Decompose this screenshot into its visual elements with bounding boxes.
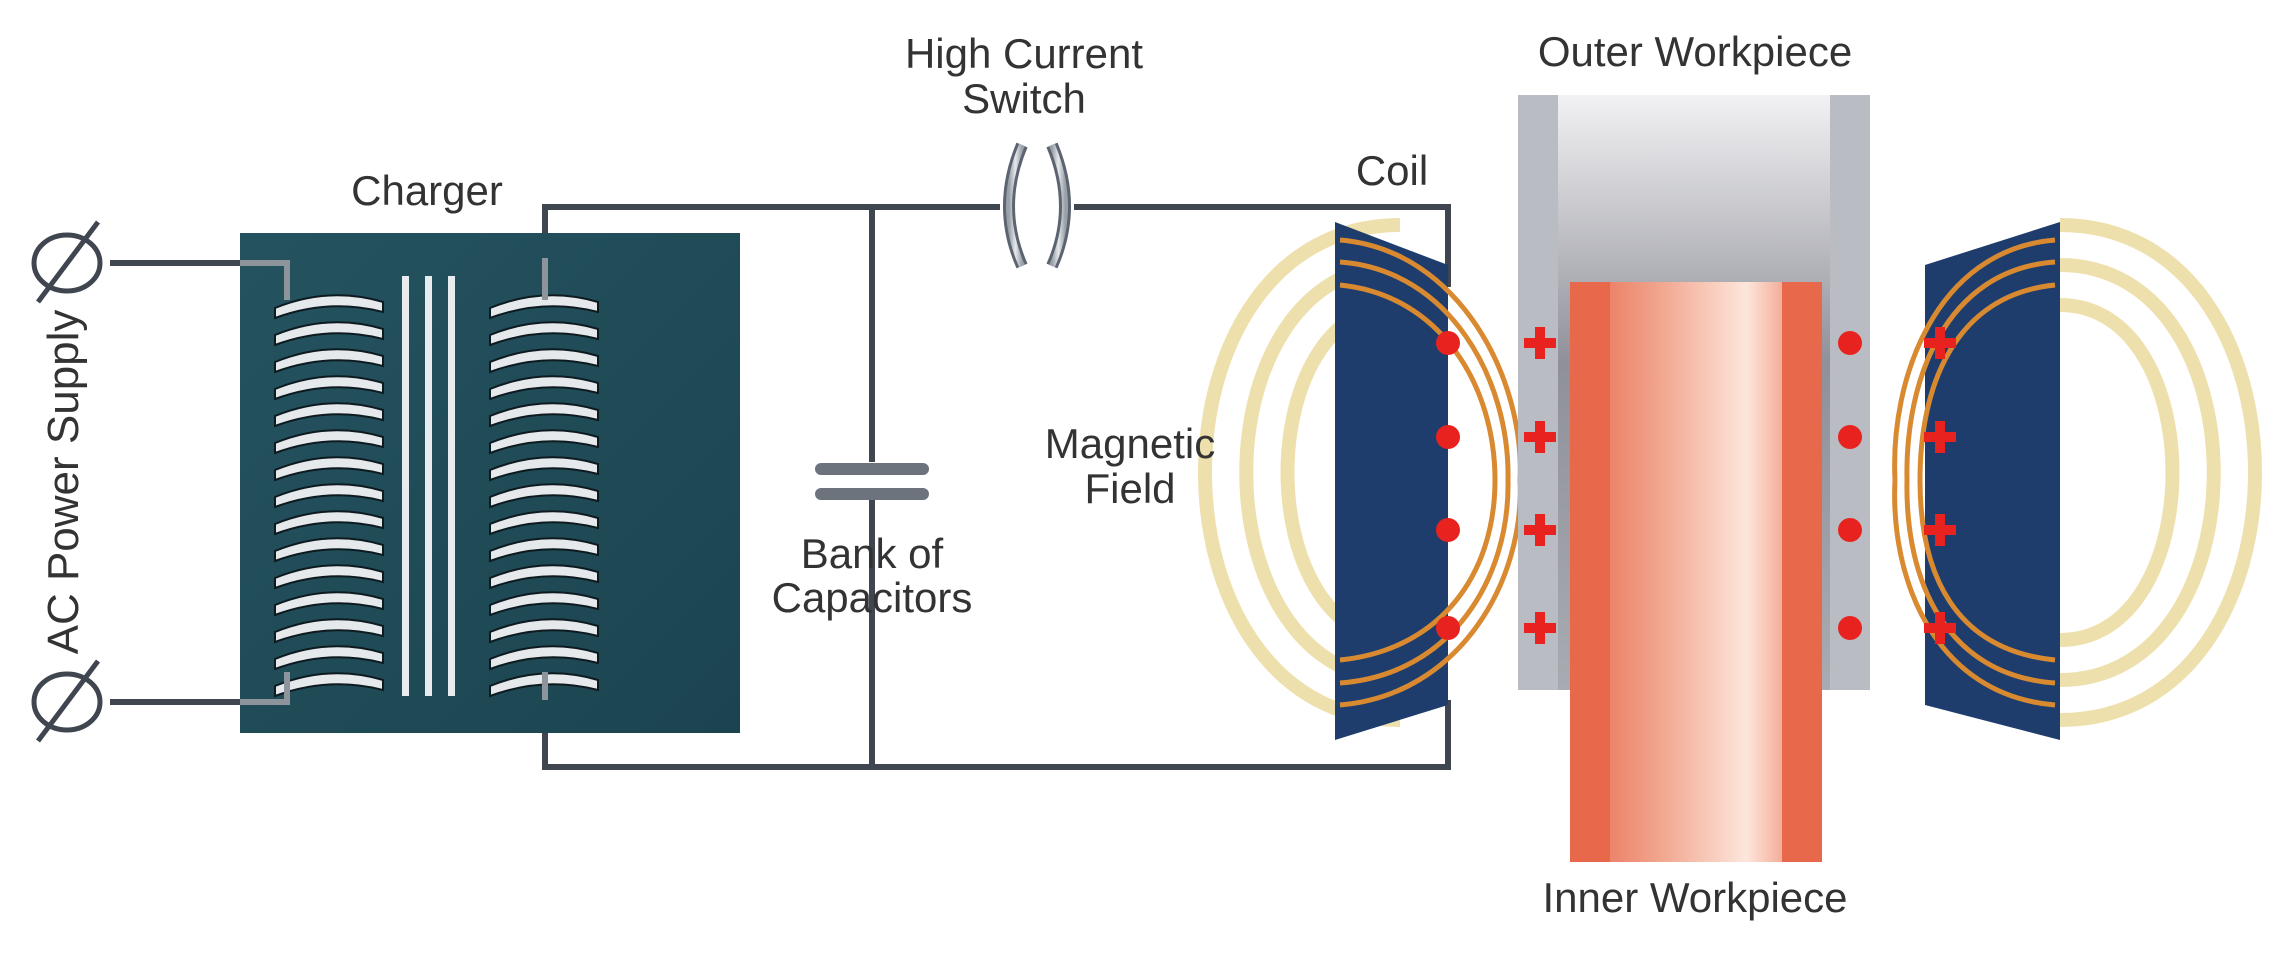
- dot-icon: [1838, 425, 1862, 449]
- winding-turn: [274, 591, 384, 617]
- winding-turn: [274, 456, 384, 482]
- winding-turn: [489, 645, 599, 671]
- winding-turn: [489, 483, 599, 509]
- winding-turn: [489, 672, 599, 698]
- charger-secondary-coil: [489, 258, 599, 700]
- winding-turn: [274, 294, 384, 320]
- terminal-bottom-icon: [31, 659, 103, 743]
- winding-turn: [274, 321, 384, 347]
- outer-workpiece-label: Outer Workpiece: [1538, 28, 1852, 75]
- dot-icon: [1436, 425, 1460, 449]
- winding-turn: [489, 564, 599, 590]
- dot-icon: [1838, 616, 1862, 640]
- capacitors-label-line2: Capacitors: [772, 574, 973, 621]
- charger-label: Charger: [351, 167, 503, 214]
- plus-icon: [1924, 514, 1956, 546]
- high-current-switch: [1000, 142, 1074, 269]
- terminal-top-icon: [31, 220, 103, 304]
- winding-turn: [489, 429, 599, 455]
- plus-icon: [1524, 421, 1556, 453]
- dot-icon: [1436, 518, 1460, 542]
- winding-turn: [489, 375, 599, 401]
- plus-icon: [1924, 612, 1956, 644]
- winding-turn: [489, 348, 599, 374]
- dot-icon: [1838, 518, 1862, 542]
- winding-turn: [489, 402, 599, 428]
- plus-icon: [1524, 327, 1556, 359]
- magnetic-field-label-line2: Field: [1084, 465, 1175, 512]
- coil-label: Coil: [1356, 147, 1428, 194]
- plus-icon: [1524, 612, 1556, 644]
- winding-turn: [274, 645, 384, 671]
- top-wire: [542, 204, 1451, 287]
- plus-icon: [1524, 514, 1556, 546]
- winding-turn: [489, 591, 599, 617]
- switch-label-line1: High Current: [905, 30, 1143, 77]
- winding-turn: [274, 429, 384, 455]
- winding-turn: [274, 618, 384, 644]
- inner-workpiece-label: Inner Workpiece: [1542, 874, 1847, 921]
- magnetic-field-label-line1: Magnetic: [1045, 420, 1215, 467]
- charger-primary-coil: [240, 260, 384, 705]
- winding-turn: [274, 402, 384, 428]
- winding-turn: [489, 294, 599, 320]
- coil-right: [1892, 222, 2060, 740]
- plus-icon: [1924, 421, 1956, 453]
- dot-icon: [1436, 616, 1460, 640]
- winding-turn: [274, 537, 384, 563]
- winding-turn: [489, 510, 599, 536]
- winding-turn: [274, 483, 384, 509]
- transformer-core: [402, 276, 455, 696]
- bottom-wire: [542, 700, 1451, 770]
- dot-icon: [1838, 331, 1862, 355]
- winding-turn: [274, 348, 384, 374]
- winding-turn: [274, 510, 384, 536]
- circuit-wires: [110, 204, 1451, 770]
- winding-lead: [240, 260, 290, 705]
- dot-icon: [1436, 331, 1460, 355]
- winding-turn: [274, 564, 384, 590]
- switch-label-line2: Switch: [962, 75, 1086, 122]
- capacitor-plates: [815, 463, 929, 500]
- winding-turn: [489, 618, 599, 644]
- plus-icon: [1924, 327, 1956, 359]
- winding-turn: [274, 672, 384, 698]
- ac-power-supply-label: AC Power Supply: [39, 310, 88, 655]
- coil-left: [1335, 222, 1523, 740]
- winding-turn: [274, 375, 384, 401]
- inner-workpiece: [1570, 282, 1822, 862]
- winding-turn: [489, 456, 599, 482]
- charger: [240, 233, 740, 733]
- capacitors-label-line1: Bank of: [801, 530, 944, 577]
- magnetic-field-right: [2059, 218, 2262, 727]
- charge-markers: [1436, 327, 1956, 644]
- winding-turn: [489, 321, 599, 347]
- winding-turn: [489, 537, 599, 563]
